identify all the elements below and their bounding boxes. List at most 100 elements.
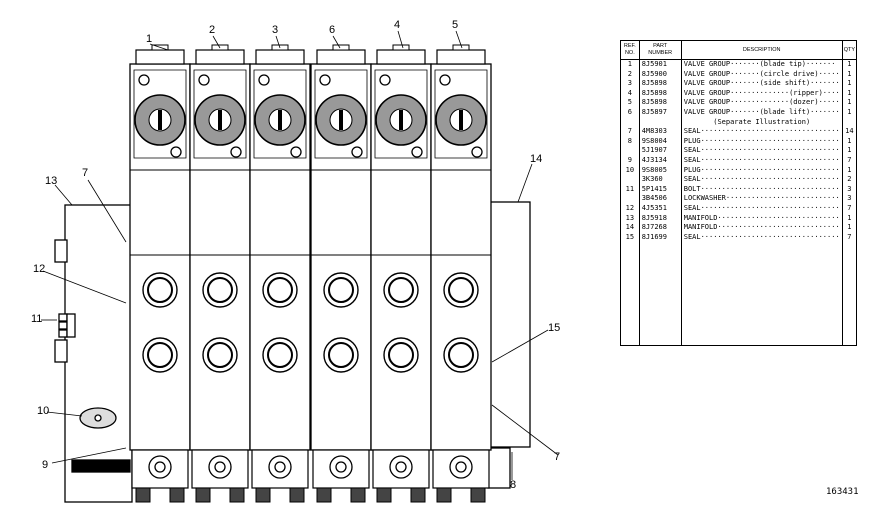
header-qty: QTY	[842, 40, 857, 60]
cell-description: PLUG·································	[681, 136, 843, 147]
cell-part-number: 8J5901	[639, 59, 682, 70]
header-description: DESCRIPTION	[681, 40, 843, 60]
fitting-nut	[470, 487, 486, 503]
bolt-group	[58, 313, 76, 338]
cell-part-number: 8J5897	[639, 107, 682, 118]
callout-label: 8	[510, 479, 516, 491]
cell-ref: 3	[620, 79, 640, 89]
cell-description: VALVE GROUP··············(ripper)····	[681, 88, 843, 99]
cell-qty: 1	[847, 165, 852, 174]
coil-slot	[459, 110, 463, 130]
cell-description: VALVE GROUP·······(side shift)·······	[681, 79, 843, 89]
port-inner-ring	[328, 342, 354, 368]
cell-ref: 7	[620, 127, 640, 137]
table-header-row: REF. NO. PART NUMBER DESCRIPTION QTY	[620, 40, 857, 60]
port-inner-ring	[207, 342, 233, 368]
port-inner-ring	[147, 277, 173, 303]
cell-qty: 1	[847, 223, 852, 232]
cell-qty: 7	[847, 203, 852, 212]
cell-qty: 7	[847, 232, 852, 241]
leader-line	[54, 184, 73, 206]
cell-description: LOCKWASHER···························	[681, 194, 843, 204]
mounting-bolt	[170, 146, 182, 158]
cell-description: SEAL·································	[681, 127, 843, 137]
callout-label: 9	[42, 459, 48, 471]
cell-qty: 1	[847, 69, 852, 78]
port-inner-ring	[207, 277, 233, 303]
cell-description: PLUG·································	[681, 165, 843, 176]
callout-label: 5	[452, 19, 458, 31]
leader-line	[149, 43, 169, 51]
callout-label: 10	[37, 405, 49, 417]
cell-description: SEAL·································	[681, 232, 843, 243]
fitting-nut	[195, 487, 211, 503]
fitting-core	[274, 461, 286, 473]
cell-description: SEAL·································	[681, 175, 843, 185]
cell-part-number: 3B4506	[639, 194, 682, 204]
cell-ref: 9	[620, 155, 640, 166]
callout-label: 4	[394, 19, 400, 31]
cell-part-number: 5J1907	[639, 146, 682, 156]
fitting-core	[395, 461, 407, 473]
cell-description: MANIFOLD·····························	[681, 213, 843, 224]
right-manifold	[489, 201, 531, 448]
port-inner-ring	[267, 277, 293, 303]
valve-section	[370, 44, 432, 503]
valve-top-stub	[332, 44, 350, 51]
valve-stack	[129, 44, 492, 503]
end-plate	[314, 69, 368, 159]
header-ref-no: REF. NO.	[620, 40, 640, 60]
callout-label: 13	[45, 175, 57, 187]
cell-ref: 11	[620, 184, 640, 195]
cell-part-number: 8J5898	[639, 88, 682, 99]
cell-qty: 1	[847, 79, 852, 88]
cell-part-number: 8J5900	[639, 69, 682, 80]
fitting-nut	[350, 487, 366, 503]
leader-line	[332, 35, 341, 49]
coil-slot	[399, 110, 403, 130]
cell-description: SEAL·································	[681, 203, 843, 214]
mounting-bolt	[471, 146, 483, 158]
leader-line	[455, 30, 463, 49]
cell-part-number: 4J5351	[639, 203, 682, 214]
cell-qty: 1	[847, 88, 852, 97]
port-inner-ring	[388, 277, 414, 303]
callout-label: 11	[31, 313, 42, 325]
leader-line	[491, 404, 559, 456]
valve-top-cap	[376, 49, 426, 65]
cell-description: BOLT·································	[681, 184, 843, 195]
cell-description: SEAL·································	[681, 155, 843, 166]
leader-line	[491, 329, 549, 363]
table-filler-row	[620, 242, 857, 346]
callout-label: 3	[272, 24, 278, 36]
valve-section	[189, 44, 251, 503]
fitting-nut	[436, 487, 452, 503]
cell-description: MANIFOLD·····························	[681, 223, 843, 233]
cell-ref	[620, 146, 640, 156]
cell-qty: 1	[847, 60, 852, 68]
fitting-nut	[135, 487, 151, 503]
cell-ref: 1	[620, 59, 640, 70]
cell-description: VALVE GROUP·······(blade lift)·······	[681, 107, 843, 118]
cell-qty: 14	[845, 127, 854, 136]
callout-label: 1	[146, 33, 152, 45]
fitting-core	[214, 461, 226, 473]
left-manifold-port	[54, 239, 68, 263]
right-manifold-port	[487, 447, 511, 489]
port-inner-ring	[267, 342, 293, 368]
valve-section	[430, 44, 492, 503]
coil-slot	[339, 110, 343, 130]
cell-qty: 1	[847, 98, 852, 107]
coil-slot	[218, 110, 222, 130]
cell-part-number: 8J5918	[639, 213, 682, 224]
cell-part-number: 8J7268	[639, 223, 682, 233]
